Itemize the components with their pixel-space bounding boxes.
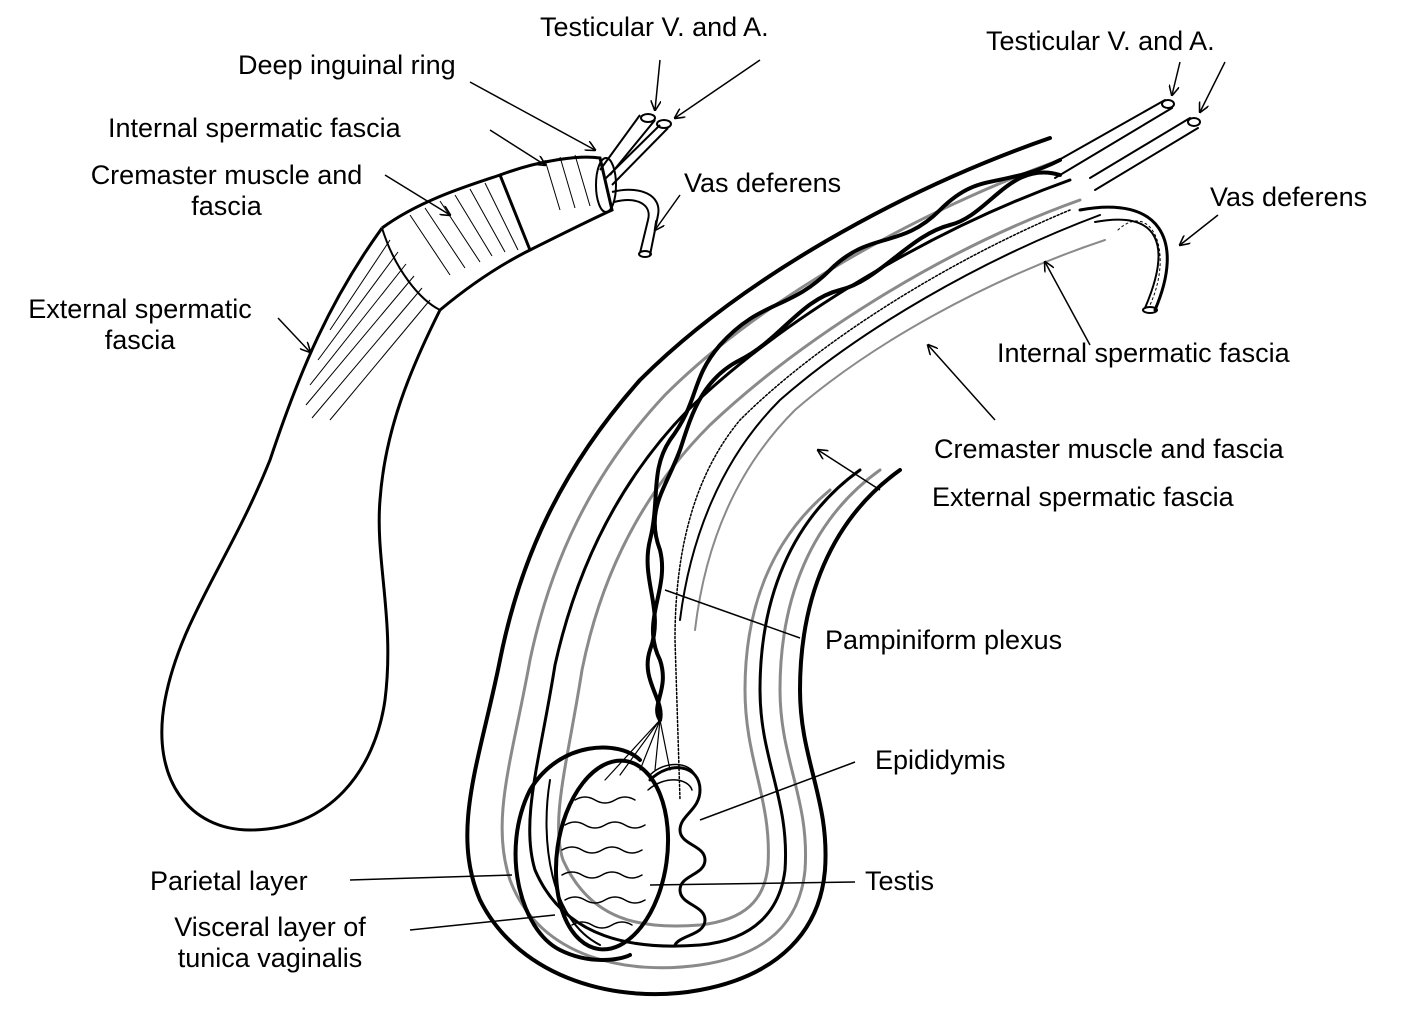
label-deep-inguinal-ring: Deep inguinal ring <box>238 50 456 81</box>
label-vas-deferens-right: Vas deferens <box>1210 182 1367 213</box>
label-testicular-va-right: Testicular V. and A. <box>986 26 1215 57</box>
leader-internal-fascia-left <box>490 130 545 165</box>
epididymis <box>648 764 705 945</box>
label-pampiniform-plexus: Pampiniform plexus <box>825 625 1062 656</box>
leader-parietal <box>350 875 512 880</box>
cremaster-band <box>382 175 530 310</box>
leader-pampiniform <box>665 590 800 638</box>
label-epididymis: Epididymis <box>875 745 1006 776</box>
label-external-left-line1: External spermatic <box>5 294 275 325</box>
leader-cremaster-right <box>928 345 995 420</box>
leader-internal-right <box>1045 262 1090 345</box>
leader-testicular-left-2 <box>675 60 760 118</box>
right-section <box>467 100 1200 994</box>
label-visceral-line1: Visceral layer of <box>150 912 390 943</box>
label-parietal-layer: Parietal layer <box>150 866 308 897</box>
label-internal-spermatic-fascia-right: Internal spermatic fascia <box>997 338 1290 369</box>
leader-testicular-left-1 <box>655 60 660 110</box>
label-external-left-line2: fascia <box>5 325 275 356</box>
label-external-spermatic-left: External spermatic fascia <box>5 294 275 356</box>
label-external-spermatic-right: External spermatic fascia <box>932 482 1234 513</box>
label-cremaster-left: Cremaster muscle and fascia <box>64 160 389 222</box>
leader-epididymis <box>700 762 855 820</box>
leader-testicular-right-1 <box>1172 62 1180 95</box>
label-internal-spermatic-fascia-left: Internal spermatic fascia <box>108 113 401 144</box>
leader-external-left <box>278 318 310 352</box>
label-vas-deferens-left: Vas deferens <box>684 168 841 199</box>
internal-fascia-cylinder <box>500 157 612 250</box>
label-testis: Testis <box>865 866 934 897</box>
label-visceral-line2: tunica vaginalis <box>150 943 390 974</box>
label-cremaster-left-line1: Cremaster muscle and <box>64 160 389 191</box>
label-cremaster-right: Cremaster muscle and fascia <box>934 434 1284 465</box>
leader-vas-right <box>1180 215 1218 245</box>
leader-testicular-right-2 <box>1200 62 1225 112</box>
leader-deep-ring <box>470 82 595 150</box>
external-fascia-hatching <box>306 240 430 420</box>
label-visceral-layer: Visceral layer of tunica vaginalis <box>150 912 390 974</box>
label-testicular-va-left: Testicular V. and A. <box>540 12 769 43</box>
label-cremaster-left-line2: fascia <box>64 191 389 222</box>
leader-external-right <box>818 450 880 490</box>
